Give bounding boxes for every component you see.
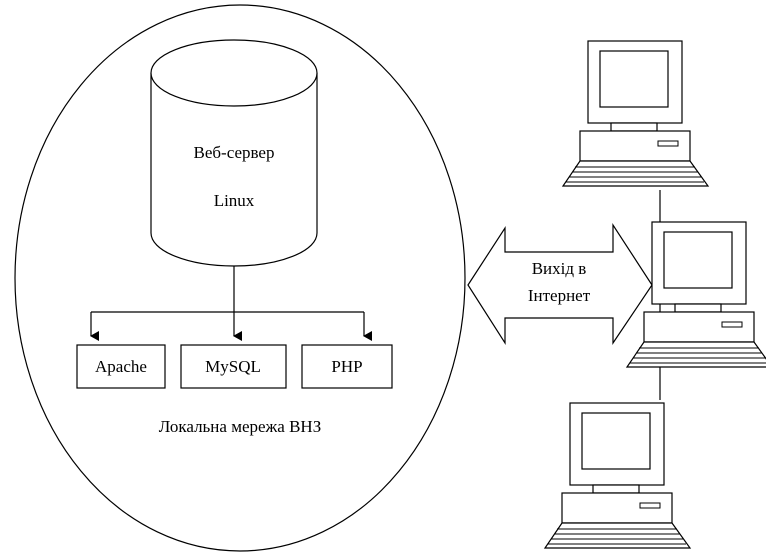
computer-icon	[626, 221, 766, 368]
php-box	[301, 344, 393, 389]
internet-double-arrow	[467, 222, 653, 346]
web-server-cylinder	[150, 39, 318, 267]
component-connectors	[90, 266, 372, 341]
internet-label-line2: Інтернет	[528, 286, 591, 305]
internet-label-line1: Вихід в	[532, 259, 587, 278]
apache-label: Apache	[95, 357, 147, 376]
local-network-boundary	[14, 4, 466, 552]
mysql-box	[180, 344, 287, 389]
server-os-label: Linux	[214, 191, 255, 210]
php-label: PHP	[331, 357, 362, 376]
web-server-label: Веб-сервер	[194, 143, 275, 162]
local-network-label: Локальна мережа ВНЗ	[159, 417, 321, 436]
computer-icon	[562, 40, 709, 187]
computer-icon	[544, 402, 691, 549]
apache-box	[76, 344, 166, 389]
mysql-label: MySQL	[205, 357, 261, 376]
